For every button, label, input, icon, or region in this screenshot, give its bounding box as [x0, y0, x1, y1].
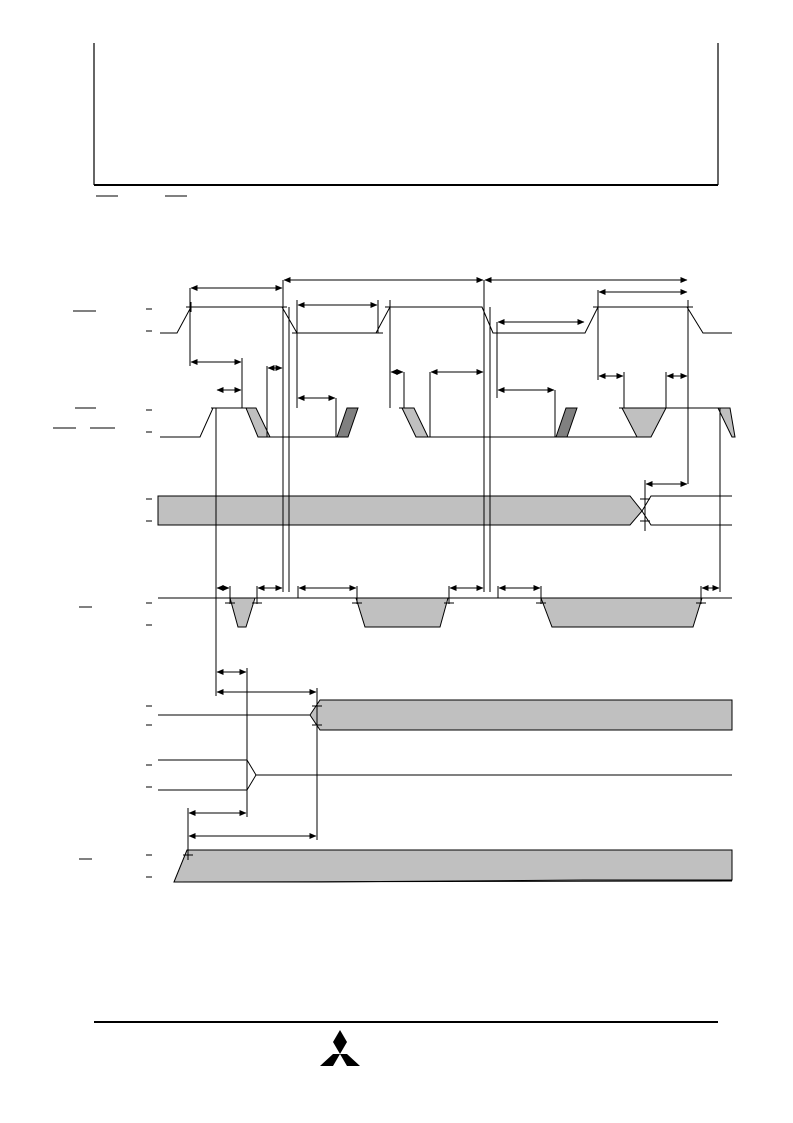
signal-5-bus [158, 699, 733, 731]
signal-1-waveform [160, 306, 732, 334]
signal-2-waveform [160, 407, 736, 438]
crossing-marks [183, 302, 725, 860]
signal-7-bus [173, 849, 733, 883]
signal-label-overbars [53, 310, 115, 860]
timing-arrows [188, 277, 720, 839]
signal-6-waveform [158, 759, 732, 791]
table-frame [93, 43, 719, 186]
mitsubishi-logo-icon [320, 1030, 360, 1066]
signal-3-bus [157, 495, 732, 526]
level-ticks [146, 308, 152, 878]
reference-lines [187, 280, 721, 855]
signal-4-waveform [158, 597, 732, 628]
